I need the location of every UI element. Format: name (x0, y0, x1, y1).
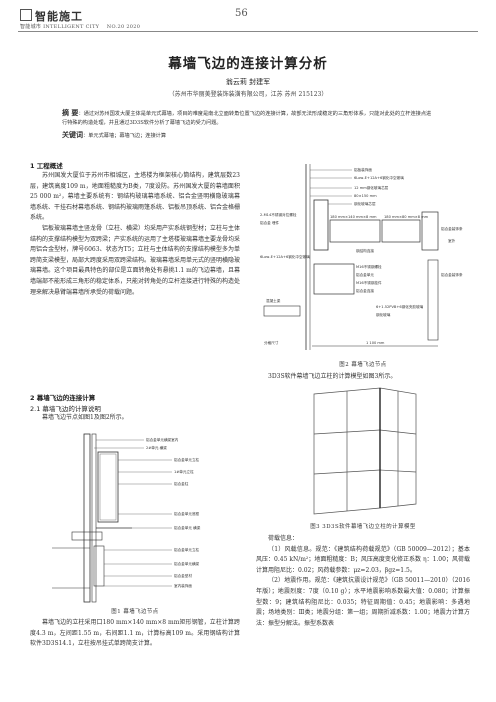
fig2-label: 铝合金单元 (356, 272, 374, 277)
fig2-label: 180 mm×140 mm×8 mm (330, 215, 377, 219)
fig2-background (256, 160, 470, 356)
load-info-title: 荷载信息： (268, 535, 299, 542)
keywords-text: ：单元式幕墙；幕墙飞边；连接计算 (83, 133, 167, 139)
fig1-column-left (83, 433, 91, 603)
section-1-body: 苏州国发大厦位于苏州市相城区，主塔楼为框架核心筒结构，建筑层数23层，建筑高度1… (30, 171, 240, 298)
journal-logo-icon (20, 9, 32, 21)
load-info-wind: （1）风载信息。规范：《建筑结构荷载规范》（GB 50009—2012）；基本风… (256, 545, 470, 574)
fig2-leaders (310, 169, 352, 205)
figure-2-drawing: 铝板装饰面 6Low-E+12A+6钢化中空玻璃 12 mm钢化玻璃芯层 80×… (256, 160, 470, 356)
issue-number: NO.20 2020 (106, 24, 141, 30)
fig1-label: 铝合金单元横梁 (174, 561, 200, 566)
journal-name: 智能施工 (35, 10, 83, 23)
fig2-end-trim (421, 211, 439, 251)
fig2-label: 钢结构连接 (356, 248, 374, 253)
fig1-steel-tube (97, 451, 119, 523)
fig1-label: 铝合金柱 (174, 481, 189, 486)
article-authors: 翁云莉 封建军 (225, 78, 271, 86)
fig1-label-group: 铝合金单元横梁室内 2#单元 横梁 铝合金单元立柱 1#单元立柱 铝合金柱 铝合… (146, 437, 201, 588)
fig2-label: 分格尺寸 (264, 340, 279, 345)
fig2-label: 铝合金装饰条 (441, 226, 463, 231)
header-divider (18, 31, 478, 32)
fig2-label: 混凝土梁 (266, 298, 281, 303)
fig1-label: 铝合金单元立柱 (174, 547, 200, 552)
section-2-1-paragraph: 幕墙飞边节点如图1及图2所示。 (42, 414, 128, 421)
fig1-steel-tube-inner (99, 453, 117, 521)
keywords: 关键词：单元式幕墙；幕墙飞边；连接计算 (62, 130, 434, 140)
fig2-mullion (313, 199, 329, 251)
fig1-label: 铝合金单元底框 (174, 511, 200, 516)
fig2-label: 6+1.52PVB+6钢化夹胶玻璃 (376, 304, 424, 309)
figure-1-drawing: 铝合金单元横梁室内 2#单元 横梁 铝合金单元立柱 1#单元立柱 铝合金柱 铝合… (32, 428, 238, 606)
fig2-label: 180 mm×80 mm×8 mm (384, 215, 429, 219)
fig2-label: 铝合金装饰条 (441, 272, 463, 277)
load-info: 荷载信息： （1）风载信息。规范：《建筑结构荷载规范》（GB 50009—201… (256, 534, 470, 629)
article-title: 幕墙飞边的连接计算分析 (168, 56, 328, 72)
journal-logo: 智能施工 (20, 8, 83, 24)
fig2-label: 6Low-E+12A+6钢化中空玻璃 (260, 254, 310, 259)
fig2-label-group: 铝板装饰面 6Low-E+12A+6钢化中空玻璃 12 mm钢化玻璃芯层 80×… (260, 167, 463, 345)
section-1-paragraph-1: 苏州国发大厦位于苏州市相城区，主塔楼为框架核心筒结构，建筑层数23层，建筑高度1… (30, 172, 241, 222)
fig2-label: M16不锈钢挂件 (356, 280, 382, 285)
figure-2-caption: 图2 幕墙飞边节点 (339, 362, 387, 368)
abstract-label: 摘 要 (62, 109, 79, 117)
section-1-paragraph-2: 铝板玻璃幕墙主竖龙骨（立柱、横梁）均采用产实系统钢型材；立柱与主体结构的支撑结构… (30, 224, 241, 296)
figure-2-following-text: 3D3S软件幕墙飞边立柱的计算模型如图3所示。 (256, 372, 470, 383)
fig2-steel-box (329, 219, 381, 243)
fig2-outer-profile (427, 259, 439, 341)
fig2-label: 室外 (448, 238, 456, 243)
figure-1-caption: 图1 幕墙飞边节点 (111, 609, 159, 615)
figure-1-following-paragraph: 幕墙飞边的立柱采用口180 mm×140 mm×8 mm矩形钢管，立柱计算跨度4… (30, 619, 240, 648)
fig2-label: 铝合金连接 (356, 288, 374, 293)
fig2-steel-box-2 (381, 219, 421, 243)
fig1-leaders (94, 439, 172, 587)
load-info-seismic: （2）地震作用。规范：《建筑抗震设计规范》（GB 50011—2010）（201… (256, 577, 470, 627)
fig2-label: 2-M14不锈钢对拉螺栓 (260, 212, 297, 217)
section-2-1-body: 幕墙飞边节点如图1及图2所示。 (30, 413, 240, 424)
keywords-label: 关键词 (62, 131, 83, 139)
journal-sub-text: 智能城市 INTELLIGENT CITY (20, 24, 100, 30)
fig1-label: 1#单元立柱 (174, 469, 194, 474)
fig3-background (300, 386, 430, 516)
fig1-bracket (71, 531, 103, 541)
fig2-label: 6Low-E+12A+6钢化中空玻璃 (354, 175, 404, 180)
fig1-column-inner (91, 433, 97, 603)
fig2-label: 钢化玻璃 (376, 312, 391, 317)
fig2-label: 钢化玻璃芯层 (354, 201, 376, 206)
abstract-text: ：通过对苏州国发大厦主体是单元式幕墙，项目的难度是南北立面转角位置飞边的连接计算… (62, 111, 432, 126)
figure-2-following-paragraph: 3D3S软件幕墙飞边立柱的计算模型如图3所示。 (268, 373, 397, 380)
section-1-title: 1 工程概述 (30, 162, 63, 170)
page-number: 56 (235, 8, 248, 19)
fig1-lower-profile (93, 545, 105, 587)
fig2-label: M16不锈钢螺栓 (356, 264, 382, 269)
section-2-title: 2 幕墙飞边的连接计算 (30, 394, 96, 402)
fig2-label: 1 100 mm (366, 341, 385, 345)
fig2-label: 铝合金 埋件 (260, 220, 280, 225)
abstract: 摘 要：通过对苏州国发大厦主体是单元式幕墙，项目的难度是南北立面转角位置飞边的连… (62, 109, 434, 128)
section-2-1-title: 2.1 幕墙飞边的计算说明 (30, 405, 101, 413)
fig1-background (32, 428, 238, 606)
fig2-beam (263, 305, 301, 317)
figure-1-following-text: 幕墙飞边的立柱采用口180 mm×140 mm×8 mm矩形钢管，立柱计算跨度4… (30, 618, 240, 650)
fig1-label: 铝合金单元 横梁 (174, 525, 201, 530)
fig1-label: 铝合金型材 (174, 573, 192, 578)
fig1-label: 铝合金单元立柱 (174, 457, 200, 462)
fig1-label: 2#单元 横梁 (146, 445, 167, 450)
fig2-label: 80×150 mm (354, 194, 377, 198)
figure-3-caption: 图3 3D3S软件幕墙飞边立柱的计算模型 (310, 524, 416, 530)
fig1-label: 室内装饰面 (174, 583, 192, 588)
figure-3-drawing (300, 386, 430, 516)
fig2-label: 12 mm钢化玻璃芯层 (354, 185, 389, 190)
fig1-label: 铝合金单元横梁室内 (146, 437, 179, 442)
fig2-anchor-plate (313, 263, 355, 295)
article-affiliation: （苏州市华丽美登装饰装潢有限公司，江苏 苏州 215123） (168, 91, 328, 98)
fig2-label: 铝板装饰面 (354, 167, 372, 172)
journal-subtitle: 智能城市 INTELLIGENT CITY NO.20 2020 (20, 23, 140, 30)
